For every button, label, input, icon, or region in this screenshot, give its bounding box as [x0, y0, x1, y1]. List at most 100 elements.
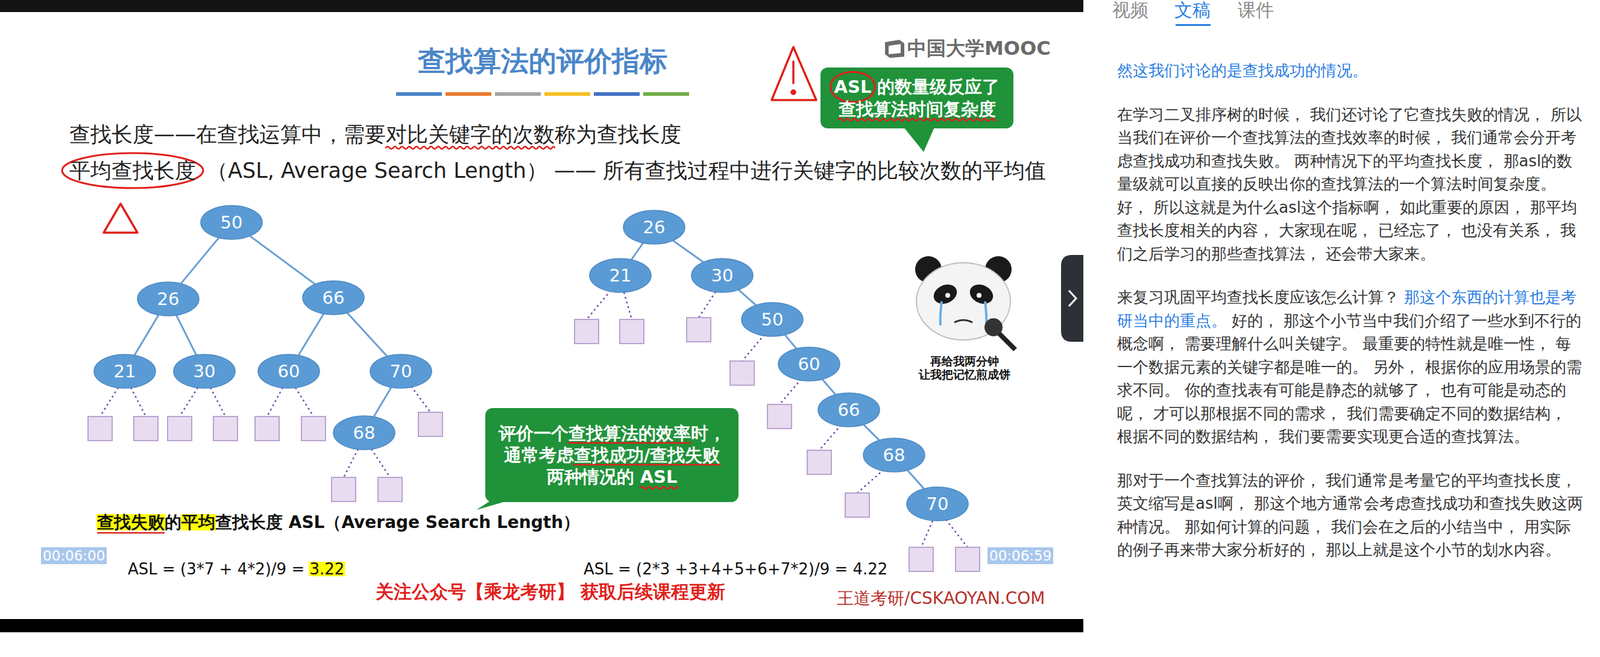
tree-node-ellipse [863, 438, 925, 473]
callout-bubble: 评价一个查找算法的效率时， 通常考虑查找成功/查找失败 两种情况的 ASL [485, 408, 739, 503]
failure-links [921, 520, 933, 548]
timestamp: 00:06:00 [40, 547, 107, 565]
tree-node: 26 [622, 209, 686, 245]
red-annotations [103, 203, 138, 233]
failure-node [88, 416, 113, 441]
failure-node [955, 547, 980, 572]
failure-links [857, 469, 884, 494]
failure-links [586, 290, 611, 320]
failure-links [698, 291, 716, 318]
transcript-text: 然这我们讨论的是查找成功的情况。 [1117, 59, 1585, 83]
failure-node [331, 477, 356, 502]
node-key: 60 [777, 346, 841, 382]
tree-node: 50 [740, 302, 804, 338]
watermark: 王道考研/CSKAOYAN.COM [836, 588, 1045, 609]
tree-edge [250, 236, 315, 284]
tree-node: 50 [200, 204, 263, 240]
tree-node-ellipse [173, 354, 236, 389]
failure-node [167, 416, 192, 441]
failure-node [255, 416, 280, 441]
title-color-bars [643, 92, 690, 96]
failure-node [845, 493, 870, 518]
failure-node [730, 361, 755, 386]
tree-edge [299, 314, 324, 355]
formula-text: ASL = (3*7 + 4*2)/9 = 3.22 [127, 559, 345, 579]
failure-links [945, 519, 968, 548]
failure-links [100, 387, 119, 417]
title-color-bars [593, 92, 640, 96]
tree-node-ellipse [906, 487, 969, 521]
logo-icon [885, 39, 905, 58]
panda-meme [940, 301, 942, 326]
failure-node [213, 416, 238, 441]
failure-links [411, 386, 431, 413]
tab-underline [1175, 24, 1211, 26]
node-key: 21 [588, 258, 652, 293]
tree-edge [631, 243, 643, 260]
failure-links [742, 334, 765, 362]
node-key: 68 [862, 437, 926, 473]
failure-links [130, 387, 146, 417]
failure-links [819, 425, 841, 451]
transcript-text: 那对于一个查找算法的评价， 我们通常是考量它的平均查找长度， 英文缩写是asl啊… [1117, 469, 1585, 562]
node-key: 26 [136, 281, 200, 317]
tab-label: 课件 [1237, 0, 1274, 21]
slide-title: 查找算法的评价指标 [361, 44, 724, 78]
tree-node-ellipse [370, 354, 432, 389]
panda-meme [916, 262, 1011, 341]
tree-edge [673, 241, 703, 262]
panda-meme [984, 318, 1003, 337]
tree-node-ellipse [200, 205, 263, 240]
panda-meme [966, 280, 997, 308]
panda-meme [954, 320, 973, 323]
title-color-bars [544, 92, 591, 96]
failure-node [807, 450, 832, 475]
panda-meme [906, 255, 1021, 353]
definition-line: （ASL, Average Search Length） —— 所有查找过程中进… [206, 158, 1046, 183]
transcript-paragraph: 那对于一个查找算法的评价， 我们通常是考量它的平均查找长度， 英文缩写是asl啊… [1117, 469, 1585, 562]
failure-links [343, 449, 359, 478]
tree-node-ellipse [691, 258, 753, 293]
node-key: 30 [173, 353, 236, 389]
red-underline [97, 532, 165, 535]
panda-meme [976, 292, 982, 298]
failure-links [623, 292, 632, 320]
tree-node: 30 [690, 258, 754, 293]
video-top-bar [0, 0, 1084, 13]
logo-icon [888, 44, 901, 55]
failure-node [418, 412, 443, 437]
failure-links [267, 387, 283, 417]
tab-label: 视频 [1112, 0, 1149, 21]
tree-node: 68 [862, 437, 926, 473]
tree-edge [176, 315, 196, 355]
node-key: 26 [622, 209, 686, 245]
title-color-bars [396, 92, 690, 96]
failure-node [301, 416, 326, 441]
logo-text: 中国大学MOOC [907, 37, 1051, 60]
node-key: 50 [740, 302, 804, 338]
tree-node-ellipse [137, 282, 199, 316]
transcript-text: 好的， 那这个小节当中我们介绍了一些水到不行的概念啊， 需要理解什么叫关键字。 … [1117, 311, 1582, 447]
red-annotations [791, 90, 796, 95]
node-key: 60 [257, 353, 321, 389]
tree-node-ellipse [623, 210, 685, 245]
transcript-panel: 然这我们讨论的是查找成功的情况。 在学习二叉排序树的时候， 我们还讨论了它查找失… [1117, 59, 1585, 583]
red-circle [62, 153, 204, 189]
title-color-bars [396, 92, 442, 96]
tree-node: 70 [906, 486, 969, 522]
node-key: 70 [369, 353, 433, 389]
section-heading: 查找失败的平均查找长度 ASL（Average Search Length） [97, 512, 580, 533]
panda-meme [906, 255, 1021, 353]
panda-meme [985, 301, 987, 326]
tree-edge [135, 315, 159, 356]
text-row: 平均查找长度（ASL, Average Search Length） —— 所有… [69, 158, 1046, 183]
meme-caption: 再给我两分钟 让我把记忆煎成饼 [909, 354, 1021, 382]
tree-node: 26 [136, 281, 200, 317]
node-key: 70 [906, 486, 969, 522]
callout-bubble: ASL 的数量级反应了 查找算法时间复杂度 [820, 67, 1014, 129]
tree-edge [785, 335, 797, 348]
panel-toggle [1068, 290, 1077, 307]
failure-links [100, 290, 968, 548]
node-key: 68 [332, 415, 396, 451]
